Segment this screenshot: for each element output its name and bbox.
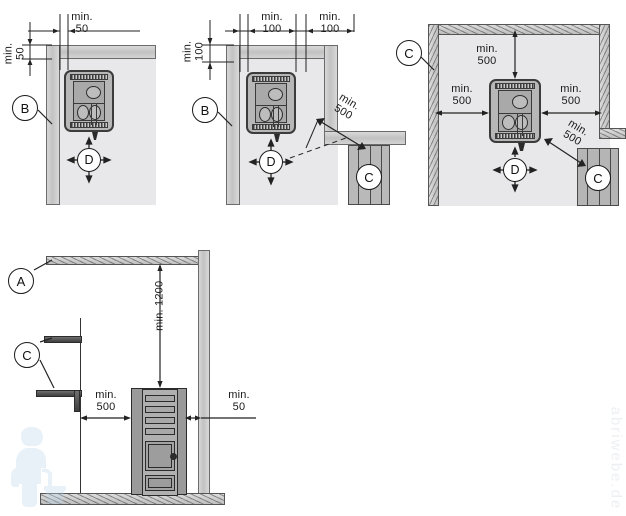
dimension-label-p1-left: min. 50 — [2, 42, 27, 65]
stove-front-view — [131, 388, 187, 496]
burner-large — [268, 88, 283, 101]
cooktop-divider-v — [273, 105, 274, 127]
wall-hatched-left — [428, 24, 439, 206]
dimension-label-p3-top: min. 500 — [476, 43, 498, 67]
dimension-label-p2-top-right: min. 100 — [319, 11, 341, 35]
cooktop-divider-v2 — [522, 113, 523, 136]
stove-grill-bottom — [252, 124, 290, 130]
cooktop-divider-v — [517, 113, 518, 136]
burner-large — [512, 95, 528, 109]
stove-grill-top — [252, 76, 290, 82]
stove-top-view — [64, 70, 114, 132]
burner-left — [259, 107, 271, 122]
stove-grill-bottom — [70, 122, 108, 128]
burner-right — [515, 115, 528, 130]
bench-lower-C — [36, 390, 82, 397]
panel2-annotations — [202, 14, 366, 186]
stove-slat-2 — [145, 406, 175, 413]
burner-left — [77, 105, 89, 120]
cooktop-divider-v — [91, 103, 92, 125]
plumber-figure-icon — [11, 426, 66, 507]
burner-right — [271, 107, 283, 122]
stove-grill-top — [495, 83, 535, 89]
dimension-label-p1-top: min. 50 — [71, 11, 93, 35]
p4-ceiling-value: min. 1200 — [153, 280, 166, 331]
stove-ash-drawer-inner — [148, 478, 172, 488]
cooktop-divider-v2 — [278, 105, 279, 127]
wall-horizontal-right-ledge — [324, 131, 406, 145]
stove-slat-4 — [145, 428, 175, 435]
stove-slat-1 — [145, 395, 175, 402]
stove-top-view — [489, 79, 541, 143]
stove-cooktop — [73, 81, 105, 125]
cooktop-divider-h — [256, 105, 286, 106]
bench-block-C — [348, 145, 390, 205]
stove-door-handle — [170, 453, 177, 460]
panel1-annotations — [22, 14, 140, 184]
stove-grill-top — [70, 74, 108, 80]
burner-large — [86, 86, 101, 99]
dimension-label-p2-left: min. 100 — [181, 40, 206, 63]
marker-bubble-C-wall[interactable]: C — [396, 40, 422, 66]
bench-post-C — [74, 390, 80, 412]
stove-cooktop — [255, 83, 287, 127]
marker-bubble-C[interactable]: C — [14, 342, 40, 368]
reference-line-left — [80, 318, 81, 493]
burner-right — [89, 105, 101, 120]
dimension-label-p3-right: min. 500 — [560, 83, 582, 107]
cooktop-divider-v2 — [96, 103, 97, 125]
watermark-text: abriwebe.de — [607, 406, 625, 511]
marker-bubble-B[interactable]: B — [192, 97, 218, 123]
marker-bubble-D[interactable]: D — [259, 150, 283, 174]
wall-vertical-left — [46, 45, 60, 205]
marker-bubble-D[interactable]: D — [77, 148, 101, 172]
panel-corner-wall-plan: B D C min. 100 min. 100 min. 100 min. 50… — [178, 0, 408, 220]
panel3-annotations — [417, 30, 602, 193]
cooktop-divider-h — [74, 103, 104, 104]
bench-upper-C — [44, 336, 82, 343]
panel-enclosed-room-plan: C C D min. 500 min. 500 min. 500 min. 50… — [396, 0, 626, 220]
marker-bubble-C[interactable]: C — [356, 164, 382, 190]
burner-left — [502, 115, 515, 130]
dimension-label-p3-left: min. 500 — [451, 83, 473, 107]
dimension-label-p2-top-left: min. 100 — [261, 11, 283, 35]
panel4-annotations — [33, 259, 256, 421]
dimension-label-p4-left: min. 500 — [95, 389, 117, 413]
stove-slat-3 — [145, 417, 175, 424]
stove-cooktop — [498, 90, 532, 136]
stove-top-view — [246, 72, 296, 134]
marker-bubble-B[interactable]: B — [12, 95, 38, 121]
marker-bubble-C-bench[interactable]: C — [585, 165, 611, 191]
stove-grill-bottom — [495, 133, 535, 139]
cooktop-divider-h — [499, 113, 531, 114]
panel-single-wall-plan: B D min. 50 min. 50 — [0, 0, 180, 220]
dimension-label-p4-ceiling-text: min. 1200 — [153, 261, 166, 351]
panel-elevation-side-view: A C min. 1200 min. 500 min. 50 — [0, 230, 330, 516]
dimension-label-p4-right: min. 50 — [228, 389, 250, 413]
marker-bubble-D[interactable]: D — [503, 158, 527, 182]
marker-bubble-A[interactable]: A — [8, 268, 34, 294]
